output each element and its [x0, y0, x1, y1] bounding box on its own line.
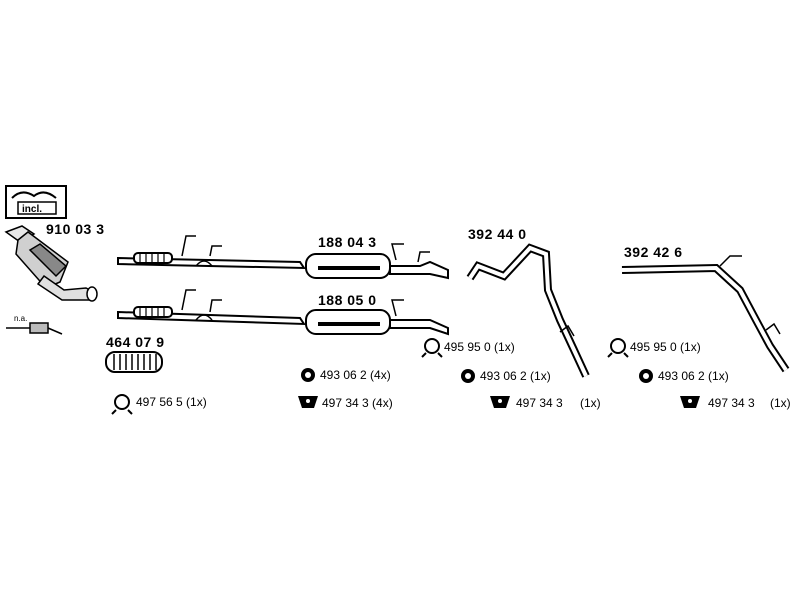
- incl-badge-icon[interactable]: [5, 185, 67, 219]
- mid-clip-label: 493 06 2 (4x): [320, 368, 391, 382]
- ring-icon-rear2[interactable]: [607, 338, 629, 358]
- rubber-mount-icon-rear2[interactable]: [680, 396, 700, 408]
- rear1-rubber-label: 497 34 3: [516, 396, 563, 410]
- clip-icon-rear2[interactable]: [639, 369, 653, 383]
- front-system-2-part-number[interactable]: 188 05 0: [318, 292, 377, 308]
- rear-pipe-2[interactable]: [621, 255, 790, 373]
- oxygen-sensor-icon[interactable]: [6, 322, 63, 335]
- sensor-note: n.a.: [14, 314, 28, 323]
- rubber-mount-icon-rear1[interactable]: [490, 396, 510, 408]
- front-system-1-part-number[interactable]: 188 04 3: [318, 234, 377, 250]
- mid-rubber-label: 497 34 3 (4x): [322, 396, 393, 410]
- rear1-clip-label: 493 06 2 (1x): [480, 369, 551, 383]
- clip-icon[interactable]: [301, 368, 315, 382]
- clamp-icon[interactable]: [111, 394, 133, 415]
- rear2-ring-label: 495 95 0 (1x): [630, 340, 701, 354]
- rear2-clip-label: 493 06 2 (1x): [658, 369, 729, 383]
- rear-pipe-1-part-number[interactable]: 392 44 0: [468, 226, 527, 242]
- clip-icon-rear1[interactable]: [461, 369, 475, 383]
- rear2-rubber-label: 497 34 3: [708, 396, 755, 410]
- incl-badge-label: incl.: [22, 204, 43, 215]
- front-muffler-system-2[interactable]: [117, 289, 449, 336]
- front-muffler-system-1[interactable]: [117, 235, 449, 280]
- rubber-mount-icon[interactable]: [298, 396, 318, 408]
- ring-icon[interactable]: [421, 338, 443, 358]
- rear2-rubber-qty: (1x): [770, 396, 791, 410]
- clamp-front-label: 497 56 5 (1x): [136, 395, 207, 409]
- flex-pipe-part-number[interactable]: 464 07 9: [106, 334, 165, 350]
- catalyst-part-number[interactable]: 910 03 3: [46, 221, 105, 237]
- flex-pipe-icon[interactable]: [105, 351, 163, 373]
- rear1-ring-label: 495 95 0 (1x): [444, 340, 515, 354]
- rear1-rubber-qty: (1x): [580, 396, 601, 410]
- catalytic-converter-icon[interactable]: [4, 225, 98, 302]
- rear-pipe-2-part-number[interactable]: 392 42 6: [624, 244, 683, 260]
- rear-pipe-1[interactable]: [466, 243, 590, 378]
